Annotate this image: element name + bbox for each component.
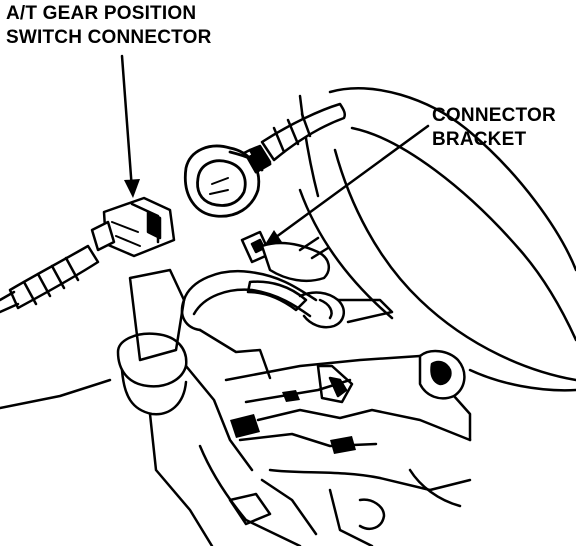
shading-marks [230,390,356,454]
gear-switch-leader [120,54,134,192]
gear-switch-callout-line1: A/T GEAR POSITION [6,3,197,24]
transmission-case [298,87,576,392]
connector-bracket-callout: CONNECTOR BRACKET [432,104,556,152]
bracket-leader [270,124,430,242]
bracket-callout-line2: BRACKET [432,129,527,150]
gear-switch-connector-callout: A/T GEAR POSITION SWITCH CONNECTOR [6,2,212,50]
arrow-heads [124,179,282,246]
switch-connector-plug [183,144,272,218]
gear-switch-callout-line2: SWITCH CONNECTOR [6,27,212,48]
gear-switch-arrowhead [124,179,140,198]
leader-arrows [120,54,430,242]
bracket-arrowhead [264,230,282,246]
bracket-callout-line1: CONNECTOR [432,105,556,126]
lower-case-details [0,268,472,546]
mating-connector [0,196,176,314]
